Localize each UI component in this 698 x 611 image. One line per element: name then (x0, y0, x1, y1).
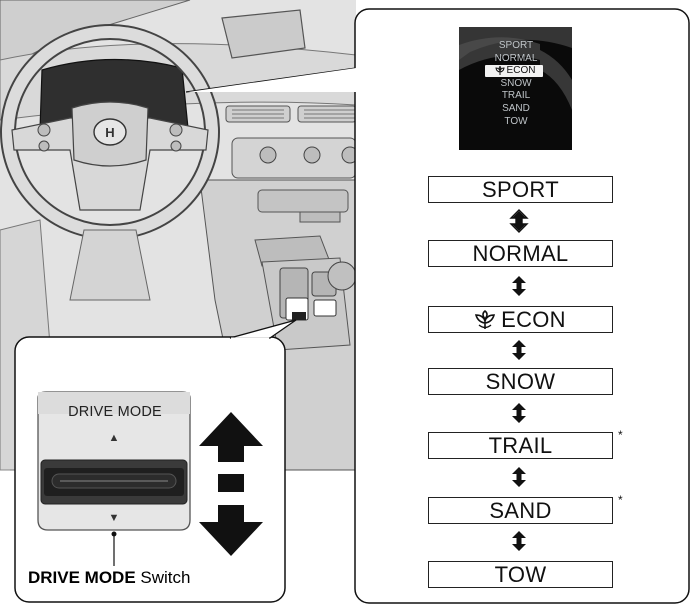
screen-mode-econ: ECON (506, 65, 536, 76)
mode-label: ECON (501, 306, 566, 332)
switch-down-indicator: ▼ (108, 512, 120, 524)
screen-mode-sport: SPORT (498, 40, 534, 51)
mode-box-trail: TRAIL (428, 432, 613, 459)
mode-box-tow: TOW (428, 561, 613, 588)
mode-box-normal: NORMAL (428, 240, 613, 267)
mode-label: SNOW (485, 368, 556, 394)
mode-box-snow: SNOW (428, 368, 613, 395)
screen-mode-sand: SAND (502, 103, 530, 114)
push-pull-arrow-icon (199, 412, 263, 556)
switch-caption: DRIVE MODE Switch (28, 568, 190, 588)
mode-label: TRAIL (488, 432, 553, 458)
mode-label: SPORT (482, 176, 559, 202)
up-down-arrow-icon (512, 276, 526, 296)
switch-title-label: DRIVE MODE (68, 404, 162, 420)
up-down-arrow-icon (512, 340, 526, 360)
drive-mode-switch[interactable] (37, 391, 191, 531)
mode-box-econ: ECON (428, 306, 613, 333)
up-down-arrow-icon (512, 531, 526, 551)
screen-mode-normal: NORMAL (494, 53, 538, 64)
mode-box-sand: SAND (428, 497, 613, 524)
air-vent (225, 105, 356, 123)
switch-up-indicator: ▲ (108, 432, 120, 444)
screen-mode-tow: TOW (504, 116, 528, 127)
trail-footnote-marker: * (618, 428, 623, 442)
up-down-arrow-icon (512, 403, 526, 423)
econ-leaf-icon (475, 309, 496, 329)
screen-mode-snow: SNOW (500, 78, 532, 89)
svg-text:H: H (105, 125, 114, 140)
up-down-arrow-icon (512, 467, 526, 487)
up-down-arrow-icon (509, 209, 529, 233)
sand-footnote-marker: * (618, 493, 623, 507)
screen-mode-trail: TRAIL (501, 90, 531, 101)
caption-bold: DRIVE MODE (28, 568, 136, 587)
mode-label: SAND (489, 497, 552, 523)
caption-rest: Switch (135, 568, 191, 587)
mode-label: NORMAL (472, 240, 569, 266)
mode-label: TOW (494, 561, 547, 587)
mode-box-sport: SPORT (428, 176, 613, 203)
screen-econ-leaf-icon (495, 66, 505, 75)
